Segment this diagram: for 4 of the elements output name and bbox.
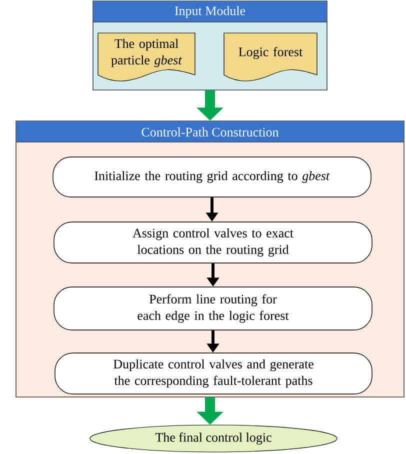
process-step: Initialize the routing grid according to gbest xyxy=(52,156,372,198)
process-step: Duplicate control valves and generate the corresponding fault-tolerant paths xyxy=(54,352,372,394)
process-step: Perform line routing for each edge in the logic forest xyxy=(54,286,372,330)
process-step: Assign control valves to exact locations on the routing grid xyxy=(54,222,372,264)
